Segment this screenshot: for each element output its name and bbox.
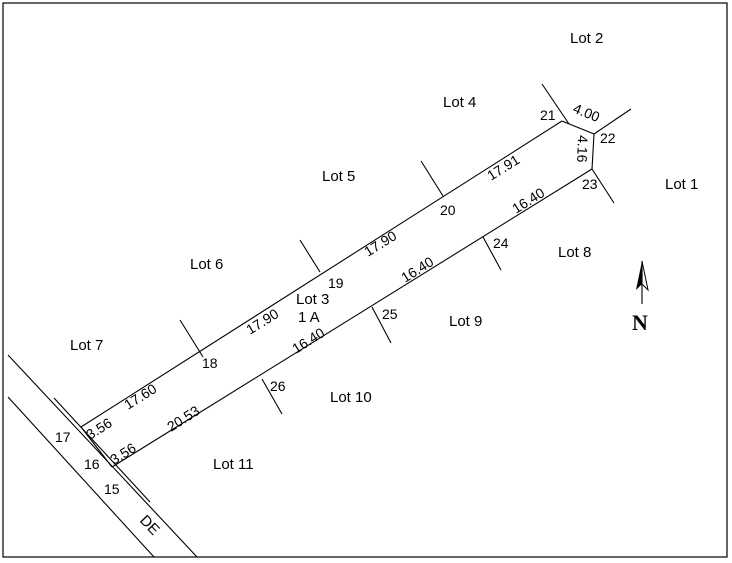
point-25: 25: [382, 306, 398, 322]
tick-23: [591, 168, 615, 204]
dist-17-18: 17.60: [121, 380, 159, 412]
map-frame: [2, 2, 728, 558]
dist-23-24: 16.40: [509, 184, 547, 216]
point-labels: 21 22 23 20 24 19 25 18 26 17 16 15: [55, 107, 616, 497]
boundary-23-16: [111, 168, 593, 468]
lot-11-label: Lot 11: [213, 456, 254, 473]
dist-25-26: 16.40: [289, 324, 327, 356]
point-26: 26: [270, 378, 286, 394]
dist-26-16: 20.53: [164, 402, 202, 434]
lot-3-label: Lot 3: [296, 291, 329, 308]
tick-21: [541, 83, 570, 125]
dist-16-b: 3.56: [107, 439, 139, 467]
boundary-17-16: [80, 426, 113, 468]
lot-labels: Lot 2 Lot 4 Lot 5 Lot 1 Lot 6 Lot 8 Lot …: [70, 30, 698, 473]
lot-4-label: Lot 4: [443, 94, 476, 111]
tick-25: [371, 306, 392, 344]
road-frontage-line: [53, 397, 151, 503]
dist-22-23: 4.16: [574, 135, 591, 163]
boundary-21-22: [561, 120, 595, 135]
boundary-22-23: [591, 133, 595, 170]
tick-22: [593, 108, 632, 135]
dist-18-19: 17.90: [243, 305, 281, 337]
north-arrow: N: [632, 260, 649, 335]
tick-19: [299, 239, 321, 273]
tick-20: [420, 160, 444, 197]
point-15: 15: [104, 481, 120, 497]
point-18: 18: [202, 355, 218, 371]
point-16: 16: [84, 456, 100, 472]
lot-8-label: Lot 8: [558, 244, 591, 261]
lot-6-label: Lot 6: [190, 256, 223, 273]
point-22: 22: [600, 130, 616, 146]
point-20: 20: [440, 202, 456, 218]
lot-7-label: Lot 7: [70, 337, 103, 354]
boundary-17-21: [80, 120, 563, 428]
side-boundaries: [179, 83, 632, 415]
lot-1-label: Lot 1: [665, 176, 698, 193]
dist-21-22: 4.00: [571, 100, 602, 125]
tick-26: [261, 378, 283, 415]
point-19: 19: [328, 275, 344, 291]
point-21: 21: [540, 107, 556, 123]
road-edge-upper: [7, 354, 198, 558]
point-23: 23: [582, 176, 598, 192]
north-arrow-head-outline-icon: [641, 260, 649, 292]
tick-24: [482, 236, 502, 271]
point-17: 17: [55, 429, 71, 445]
lot-10-label: Lot 10: [330, 389, 372, 406]
lot3-boundary: [80, 120, 595, 468]
road: [7, 354, 198, 558]
north-arrow-head-icon: [636, 261, 642, 290]
road-edge-lower: [7, 396, 155, 558]
dist-19-20: 17.90: [361, 227, 399, 259]
lot-5-label: Lot 5: [322, 168, 355, 185]
dist-17-a: 3.56: [83, 414, 115, 442]
point-24: 24: [493, 235, 509, 251]
dist-20-21: 17.91: [484, 151, 522, 183]
north-label: N: [632, 310, 648, 335]
dist-24-25: 16.40: [398, 253, 436, 285]
tick-18: [179, 319, 204, 358]
lot-9-label: Lot 9: [449, 313, 482, 330]
lot-3-area: 1 A: [298, 309, 320, 326]
lot-2-label: Lot 2: [570, 30, 603, 47]
